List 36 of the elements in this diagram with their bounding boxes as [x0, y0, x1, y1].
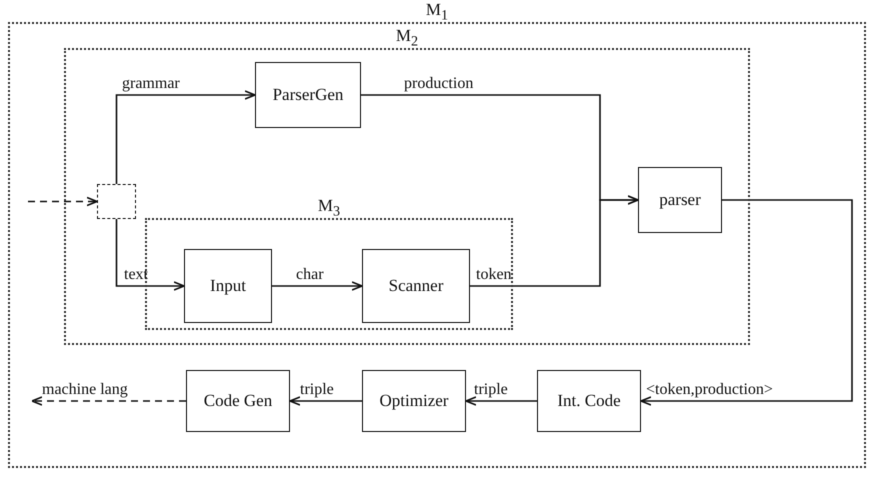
edge-label: token	[476, 266, 512, 284]
process-label: Input	[210, 276, 246, 296]
process-box	[184, 249, 272, 323]
process-label: Int. Code	[557, 391, 621, 411]
edge-label: triple	[474, 381, 508, 399]
process-label: Optimizer	[380, 391, 448, 411]
process-label: Scanner	[388, 276, 444, 296]
process-box	[362, 370, 466, 432]
process-label: Code Gen	[204, 391, 272, 411]
arrow	[28, 196, 98, 206]
process-label: ParserGen	[272, 85, 344, 105]
edge-label: machine lang	[42, 381, 128, 399]
edge-label: grammar	[122, 75, 180, 93]
arrow	[272, 281, 363, 291]
arrow	[289, 396, 362, 406]
edge-label: text	[124, 266, 148, 284]
process-box	[638, 167, 722, 233]
junction-box	[97, 184, 136, 219]
module-label: M$_{2}$	[396, 26, 418, 52]
edge-label: <token,production>	[646, 381, 773, 399]
edge-label: production	[404, 75, 474, 93]
module-label: M$_{3}$	[318, 196, 340, 222]
process-label: parser	[659, 190, 701, 210]
arrow	[470, 195, 639, 287]
edge-label: char	[296, 266, 324, 284]
process-box	[186, 370, 290, 432]
module-label: M$_{1}$	[426, 0, 448, 26]
arrow	[31, 396, 186, 406]
arrow	[116, 90, 256, 184]
arrow	[116, 219, 185, 291]
arrow	[640, 199, 853, 406]
process-box	[362, 249, 470, 323]
edge-label: triple	[300, 381, 334, 399]
arrow	[465, 396, 537, 406]
process-box	[537, 370, 641, 432]
process-box	[255, 62, 361, 128]
